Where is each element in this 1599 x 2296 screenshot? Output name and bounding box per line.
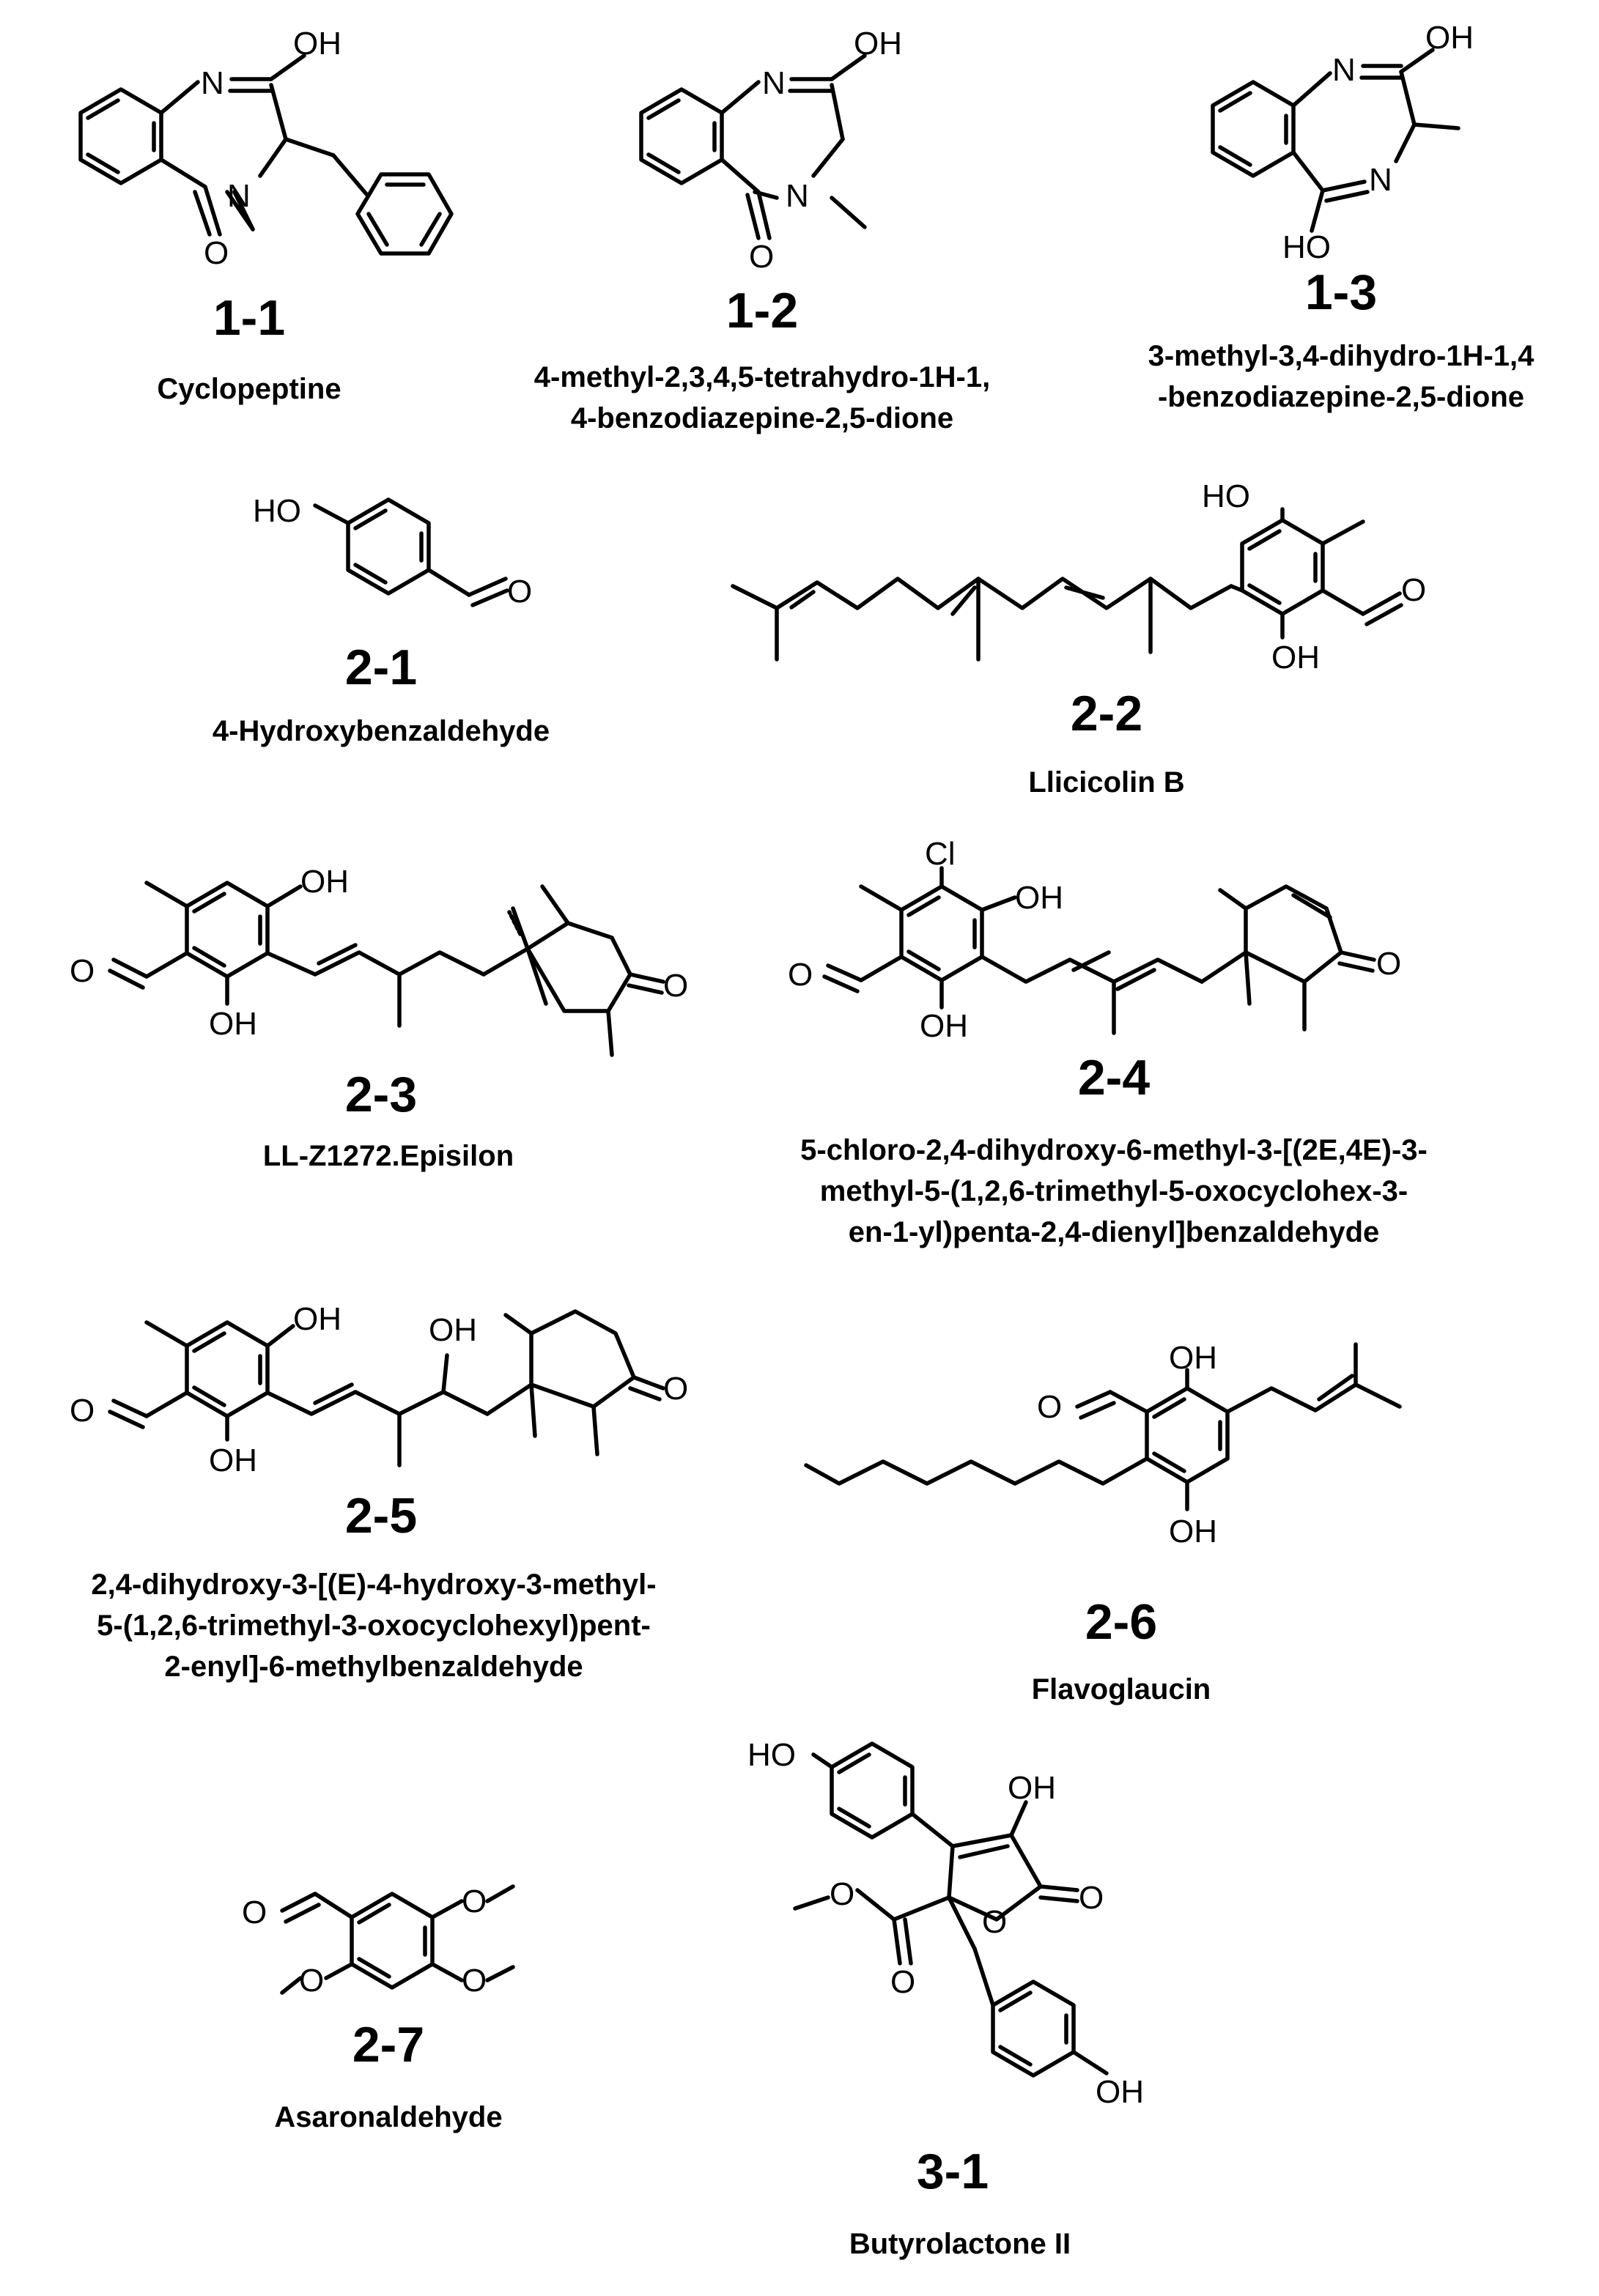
atom-oh-2-6a: OH: [1169, 1340, 1217, 1376]
compound-id-2-4: 2-4: [1077, 1050, 1151, 1106]
compound-name-line: 5-(1,2,6-trimethyl-3-oxocyclohexyl)pent-: [97, 1610, 651, 1642]
compound-id-1-1: 1-1: [213, 290, 286, 346]
compound-name-line: 5-chloro-2,4-dihydroxy-6-methyl-3-[(2E,4…: [800, 1134, 1428, 1166]
compound-id-1-2: 1-2: [725, 283, 799, 338]
atom-oh-2-4b: OH: [920, 1008, 968, 1044]
compound-name-3-1: Butyrolactone II: [806, 2223, 1114, 2264]
atom-o-2-7b: O: [462, 1884, 487, 1919]
atom-n-1-1b: N: [227, 178, 251, 214]
atom-n-1-1a: N: [201, 65, 224, 101]
atom-oh-3-1a: OH: [1008, 1770, 1056, 1806]
atom-o-2-1: O: [507, 574, 532, 610]
atom-oh-3-1b: OH: [1096, 2074, 1144, 2110]
compound-id-3-1: 3-1: [916, 2144, 989, 2199]
compound-name-line: Llicicolin B: [1028, 766, 1185, 799]
compound-name-line: en-1-yl)penta-2,4-dienyl]benzaldehyde: [848, 1216, 1380, 1248]
compound-name-2-4: 5-chloro-2,4-dihydroxy-6-methyl-3-[(2E,4…: [747, 1130, 1480, 1253]
compound-id-2-3: 2-3: [344, 1067, 418, 1122]
atom-oh-2-3b: OH: [209, 1006, 257, 1042]
atom-oh-2-2: OH: [1271, 640, 1320, 675]
atom-n-1-3b: N: [1369, 162, 1392, 198]
atom-o-2-2: O: [1401, 572, 1426, 608]
atom-o-2-7d: O: [299, 1963, 324, 1999]
compound-name-2-7: Asaronaldehyde: [235, 2097, 542, 2138]
compound-name-line: LL-Z1272.Episilon: [262, 1140, 514, 1172]
atom-oh-2-4a: OH: [1015, 880, 1063, 916]
atom-oh-2-6b: OH: [1169, 1514, 1217, 1549]
atom-o-3-1d: O: [890, 1964, 915, 2000]
atom-ho-2-2: HO: [1202, 478, 1250, 514]
compound-name-line: Flavoglaucin: [1031, 1673, 1211, 1706]
atom-o-2-6: O: [1037, 1389, 1062, 1425]
compound-name-line: Asaronaldehyde: [274, 2101, 503, 2133]
atom-oh-1-3: OH: [1425, 20, 1474, 56]
atom-ho-3-1: HO: [747, 1737, 796, 1773]
atom-oh-2-5b: OH: [209, 1443, 257, 1478]
atom-cl-2-4: Cl: [925, 836, 956, 872]
compound-id-2-1: 2-1: [344, 640, 418, 695]
atom-o-2-5a: O: [70, 1393, 95, 1429]
atom-o-2-4a: O: [788, 957, 813, 993]
atom-n-1-2a: N: [762, 65, 786, 101]
compound-name-line: -benzodiazepine-2,5-dione: [1157, 381, 1525, 413]
atom-oh-1-1: OH: [293, 26, 341, 62]
atom-o-3-1a: O: [1079, 1880, 1104, 1916]
atom-o-2-7c: O: [462, 1963, 487, 1999]
atom-o-1-2: O: [749, 239, 774, 275]
atom-o-2-5b: O: [663, 1371, 688, 1407]
compound-name-2-3: LL-Z1272.Episilon: [220, 1136, 557, 1177]
compound-id-2-6: 2-6: [1085, 1594, 1158, 1650]
atom-o-2-3a: O: [70, 953, 95, 989]
compound-name-line: methyl-5-(1,2,6-trimethyl-5-oxocyclohex-…: [819, 1175, 1408, 1207]
atom-oh-1-2: OH: [854, 26, 902, 62]
atom-o-2-7a: O: [242, 1895, 267, 1930]
compound-id-2-5: 2-5: [344, 1488, 418, 1544]
compound-name-1-2: 4-methyl-2,3,4,5-tetrahydro-1H-1, 4-benz…: [469, 357, 1055, 439]
compound-name-line: 3-methyl-3,4-dihydro-1H-1,4: [1148, 340, 1535, 372]
compound-name-1-3: 3-methyl-3,4-dihydro-1H-1,4 -benzodiazep…: [1085, 336, 1598, 418]
compound-name-line: 4-Hydroxybenzaldehyde: [212, 715, 550, 747]
atom-ho-1-3: HO: [1282, 229, 1331, 265]
compound-id-2-7: 2-7: [352, 2017, 425, 2073]
compound-name-2-6: Flavoglaucin: [975, 1669, 1268, 1710]
atom-ho-2-1: HO: [253, 493, 301, 529]
atom-o-2-4b: O: [1376, 946, 1401, 982]
atom-o-1-1: O: [204, 235, 229, 271]
compound-name-line: Butyrolactone II: [849, 2228, 1071, 2260]
compound-name-2-5: 2,4-dihydroxy-3-[(E)-4-hydroxy-3-methyl-…: [15, 1564, 733, 1687]
compound-name-line: 2-enyl]-6-methylbenzaldehyde: [164, 1651, 583, 1683]
atom-n-1-2b: N: [786, 178, 809, 214]
atom-o-2-3b: O: [663, 968, 688, 1004]
compound-name-2-1: 4-Hydroxybenzaldehyde: [191, 711, 572, 752]
atom-n-1-3a: N: [1332, 52, 1356, 88]
atom-o-3-1c: O: [830, 1876, 854, 1912]
compound-id-2-2: 2-2: [1070, 686, 1143, 741]
compound-name-line: Cyclopeptine: [157, 373, 341, 405]
compound-name-line: 4-benzodiazepine-2,5-dione: [570, 402, 954, 434]
atom-oh-2-3a: OH: [300, 864, 349, 900]
compound-name-line: 2,4-dihydroxy-3-[(E)-4-hydroxy-3-methyl-: [91, 1569, 657, 1601]
atom-oh-2-5a: OH: [293, 1301, 341, 1337]
atom-o-3-1b: O: [982, 1904, 1007, 1940]
compound-name-1-1: Cyclopeptine: [132, 369, 366, 410]
compound-name-line: 4-methyl-2,3,4,5-tetrahydro-1H-1,: [533, 361, 991, 393]
compound-name-2-2: Llicicolin B: [953, 762, 1260, 803]
compound-id-1-3: 1-3: [1304, 264, 1378, 320]
atom-oh-2-5c: OH: [429, 1312, 477, 1348]
